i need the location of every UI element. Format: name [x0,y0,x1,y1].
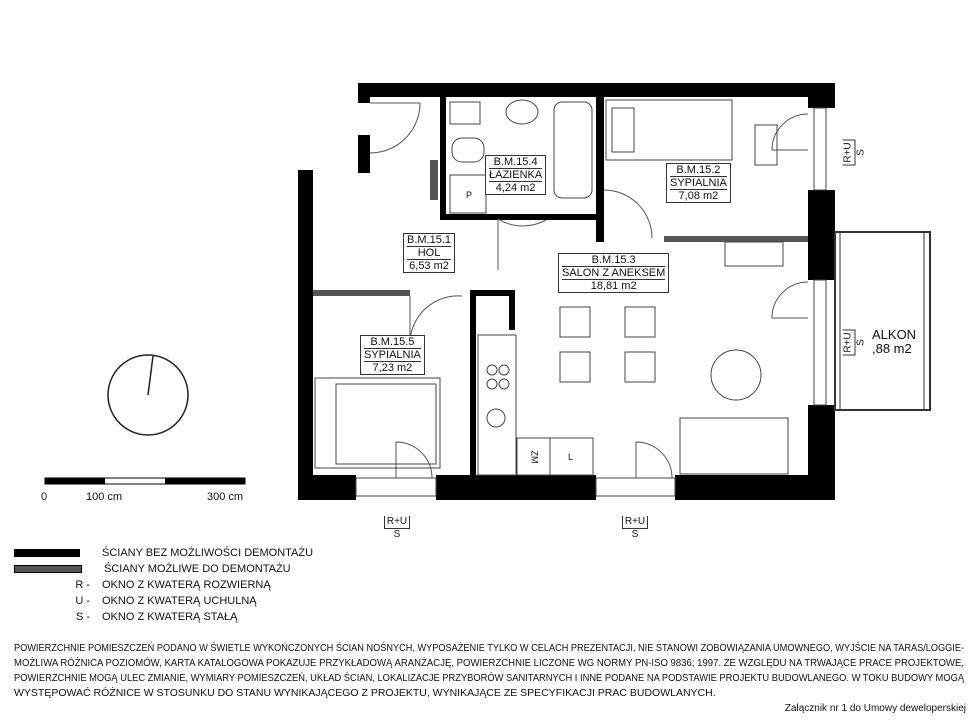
room-area: 18,81 m2 [590,280,637,292]
room-label-bathroom: B.M.15.4 ŁAZIENKA 4,24 m2 [485,155,547,195]
dishwasher-label: L [568,452,574,462]
window-type: R+U [842,329,856,356]
room-name: ŁAZIENKA [489,169,543,182]
room-name: SALON Z ANEKSEM [562,267,666,280]
load-bearing-walls [298,83,835,500]
note-line: WYSTĘPOWAĆ RÓŻNICE W STOSUNKU DO STANU W… [14,687,716,699]
room-code: B.M.15.1 [407,234,452,247]
room-name: HOL [407,247,452,260]
room-name: SYPIALNIA [670,177,727,190]
legend-key: U - [75,595,90,607]
scale-label-end: 300 cm [207,491,244,503]
legend-item: U - OKNO Z KWATERĄ UCHULNĄ [14,593,313,609]
room-code: B.M.15.5 [364,336,421,349]
legend-text: OKNO Z KWATERĄ UCHULNĄ [102,595,257,607]
room-area: 7,23 m2 [372,362,413,374]
legend-swatch-black [14,549,80,557]
north-arrow [107,354,189,436]
legend-text: ŚCIANY BEZ MOŻLIWOŚCI DEMONTAŻU [102,547,314,559]
legend-item: ŚCIANY BEZ MOŻLIWOŚCI DEMONTAŻU [14,545,313,561]
note-line: MOŻLIWA RÓŻNICA POZIOMÓW, KARTA KATALOGO… [14,657,964,669]
room-code: B.M.15.4 [489,156,543,169]
window-type: R+U [842,139,856,166]
room-code: B.M.15.3 [562,254,666,267]
note-line: POWIERZCHNIE POMIESZCZEŃ PODANO W ŚWIETL… [14,642,965,654]
window-tag-balcony: R+U S [842,329,868,356]
legend: ŚCIANY BEZ MOŻLIWOŚCI DEMONTAŻU ŚCIANY M… [14,545,313,625]
legend-item: S - OKNO Z KWATERĄ STAŁĄ [14,609,313,625]
window-fixed: S [393,529,401,540]
room-area: 4,24 m2 [495,182,536,194]
scale-label-mid: 100 cm [86,491,123,503]
legend-item: ŚCIANY MOŻLIWE DO DEMONTAŻU [14,561,313,577]
room-label-balcony: ALKON ,88 m2 [872,328,916,356]
window-tag-living: R+U S [622,516,648,541]
legend-key: R - [75,579,90,591]
room-name: SYPIALNIA [364,349,421,362]
furniture [314,99,789,476]
legend-key: S - [75,611,90,623]
window-type: R+U [622,516,648,529]
legend-text: OKNO Z KWATERĄ STAŁĄ [102,611,238,623]
scale-bar [44,477,246,485]
window-tag-bedroom: R+U S [384,516,410,541]
room-label-bedroom-2: B.M.15.5 SYPIALNIA 7,23 m2 [360,335,425,375]
legend-swatch-gray [14,565,82,573]
door-swings [369,102,809,479]
room-area: 6,53 m2 [409,260,449,272]
room-area: ,88 m2 [872,341,912,356]
window-fixed: S [855,339,867,346]
removable-walls [313,160,808,296]
legend-text: OKNO Z KWATERĄ ROZWIERNĄ [102,579,271,591]
disclaimer-notes: POWIERZCHNIE POMIESZCZEŃ PODANO W ŚWIETL… [14,641,969,701]
window-tag-bedroom-east: R+U S [842,139,868,166]
fridge-label: ZM [529,450,540,464]
shower-tray-label: P [466,190,473,200]
annex-note: Załącznik nr 1 do Umowy deweloperskiej [784,703,966,714]
window-type: R+U [384,516,410,529]
room-label-bedroom-1: B.M.15.2 SYPIALNIA 7,08 m2 [666,163,731,203]
room-area: 7,08 m2 [678,190,719,202]
balcony [834,231,931,411]
room-code: B.M.15.2 [670,164,727,177]
window-fixed: S [855,149,867,156]
room-name: ALKON [872,327,917,342]
note-line: POWIERZCHNIE MOGĄ ULEC ZMIANIE, WYMIARY … [14,672,965,684]
room-label-living-room: B.M.15.3 SALON Z ANEKSEM 18,81 m2 [558,253,670,293]
scale-label-zero: 0 [41,491,48,503]
legend-item: R - OKNO Z KWATERĄ ROZWIERNĄ [14,577,313,593]
window-fixed: S [631,529,639,540]
room-label-hall: B.M.15.1 HOL 6,53 m2 [403,233,456,273]
legend-text: ŚCIANY MOŻLIWE DO DEMONTAŻU [104,563,291,575]
